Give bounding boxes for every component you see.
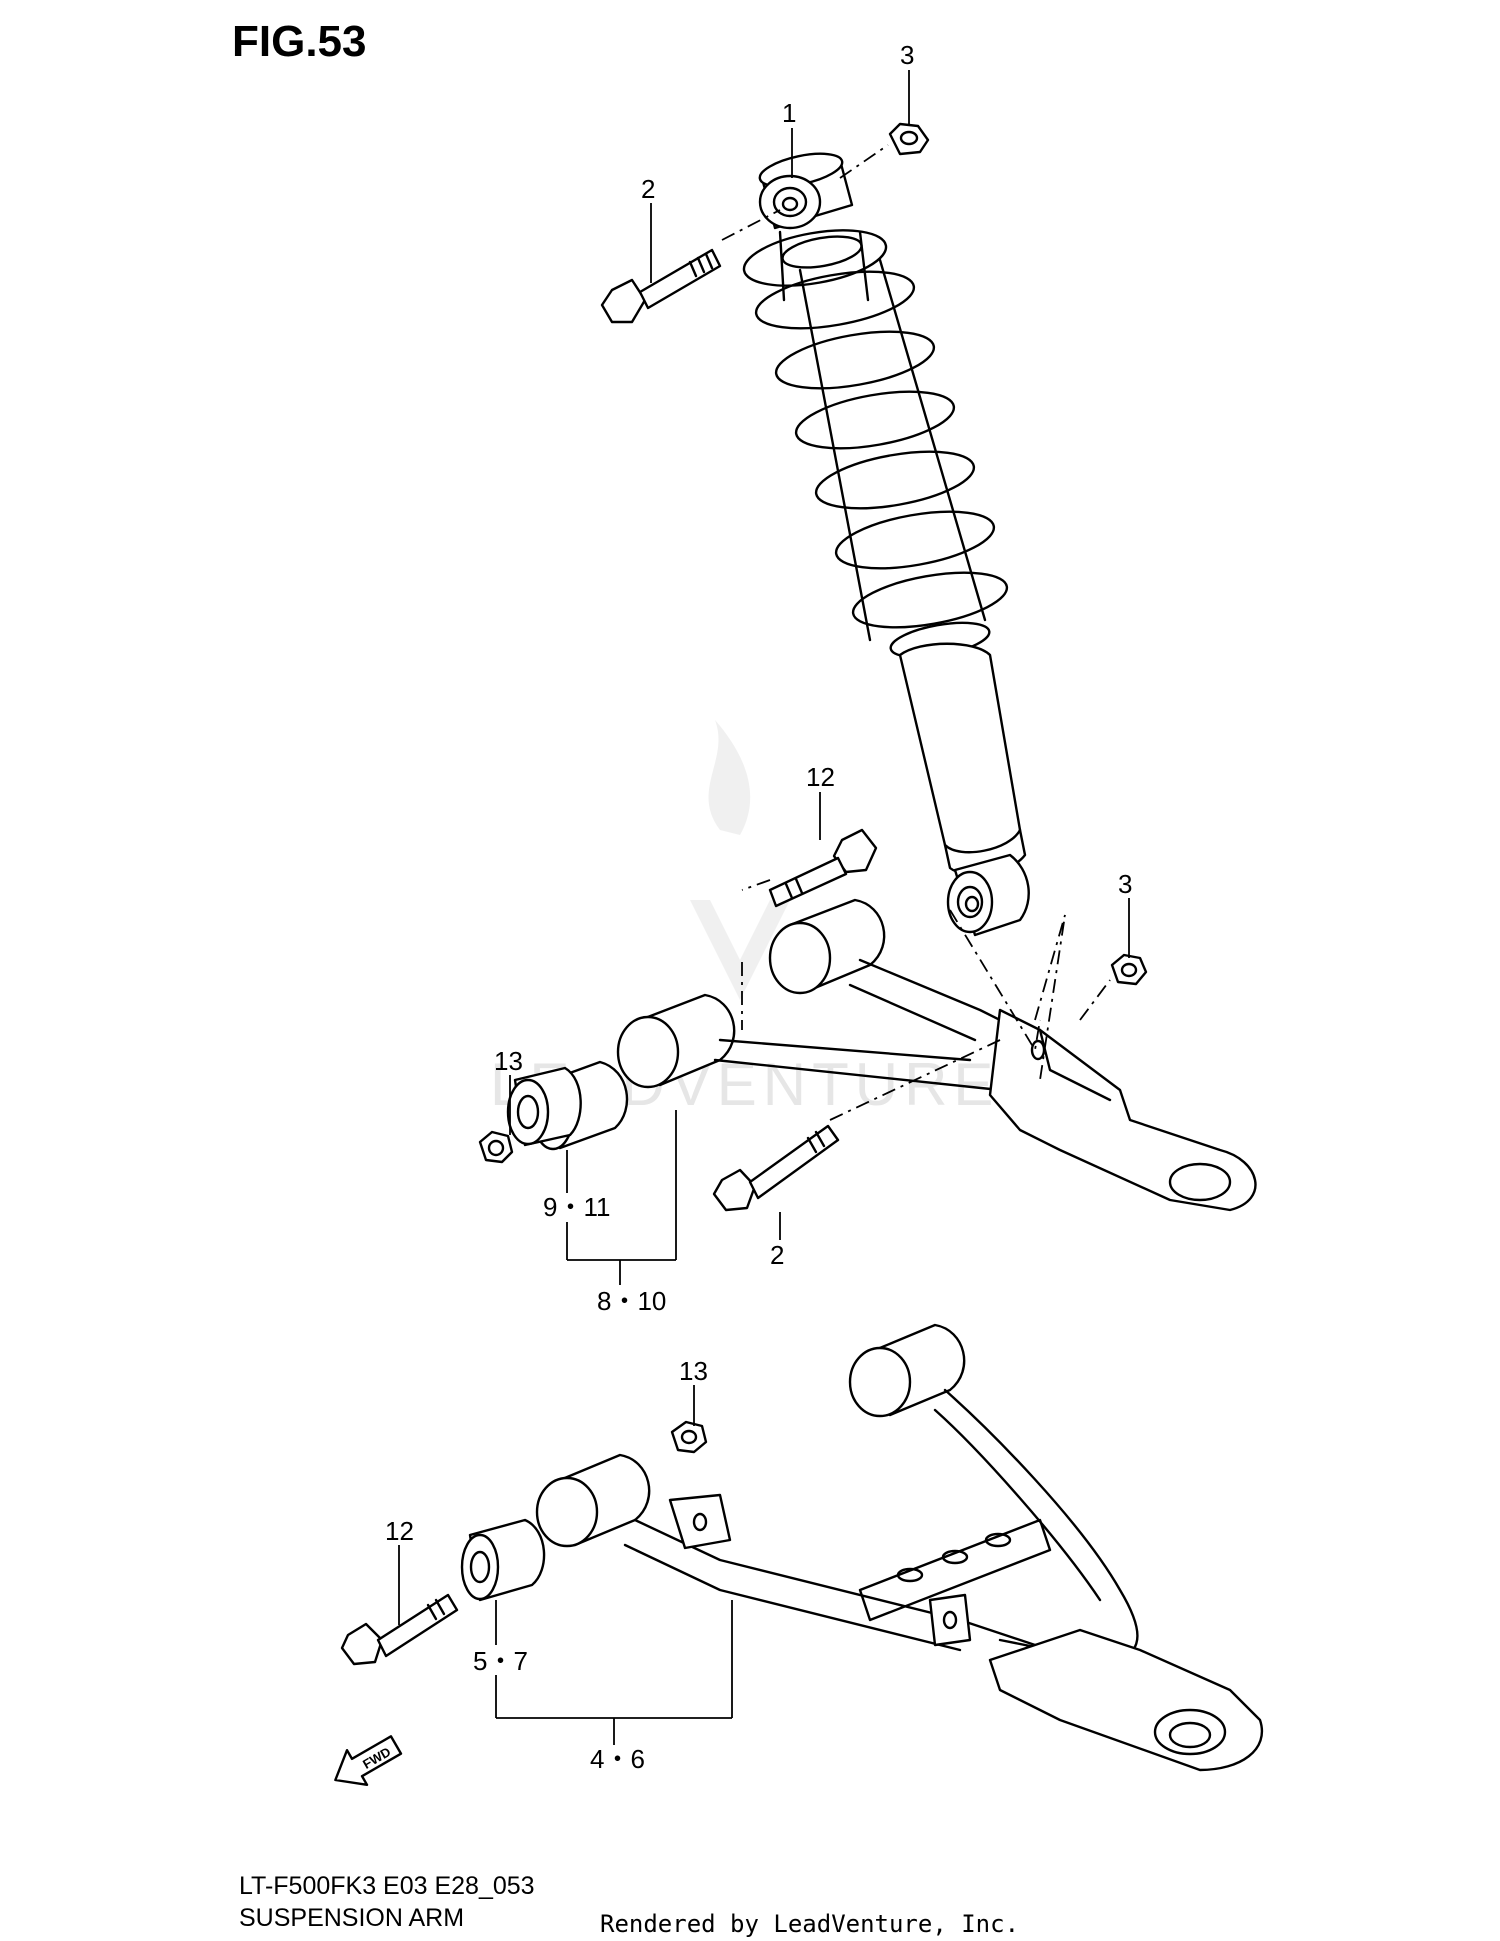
figure-title: FIG.53 [232, 17, 367, 66]
callout-13-mid: 13 [494, 1046, 523, 1076]
bushing-part-5-7 [460, 1518, 546, 1602]
section-name: SUSPENSION ARM [239, 1904, 464, 1932]
render-credit: Rendered by LeadVenture, Inc. [600, 1910, 1019, 1938]
coil-spring [742, 229, 1009, 659]
lower-suspension-arm [535, 1323, 1263, 1772]
callout-2-mid: 2 [770, 1240, 784, 1270]
fwd-arrow-icon: FWD [334, 1735, 403, 1787]
callout-1: 1 [782, 98, 796, 128]
callout-8-10: 8・10 [597, 1286, 666, 1316]
bushing-part-9-11 [506, 1066, 582, 1147]
callout-9-11: 9・11 [543, 1192, 610, 1222]
callout-5-7: 5・7 [473, 1646, 528, 1676]
nut-part-3-mid [1110, 953, 1148, 986]
bolt-part-2-top [600, 248, 722, 324]
upper-bushing-part-1 [758, 152, 854, 230]
callout-2-top: 2 [641, 174, 655, 204]
callout-13-low: 13 [679, 1356, 708, 1386]
bolt-part-12-low [340, 1593, 459, 1666]
damper-body [898, 642, 1030, 937]
bolt-part-12-mid [768, 828, 878, 908]
callout-12-mid: 12 [806, 762, 835, 792]
callout-3-top: 3 [900, 40, 914, 70]
callout-4-6: 4・6 [590, 1744, 645, 1774]
callout-12-low: 12 [385, 1516, 414, 1546]
shock-absorber [742, 152, 1030, 937]
model-code: LT-F500FK3 E03 E28_053 [239, 1872, 535, 1900]
nut-part-13-low [670, 1420, 708, 1454]
nut-part-3-top [888, 122, 930, 156]
nut-part-13-mid [478, 1130, 514, 1164]
bolt-part-2-mid [712, 1124, 840, 1212]
callout-3-mid: 3 [1118, 869, 1132, 899]
upper-suspension-arm [616, 898, 1257, 1212]
watermark-logo [690, 720, 790, 1000]
